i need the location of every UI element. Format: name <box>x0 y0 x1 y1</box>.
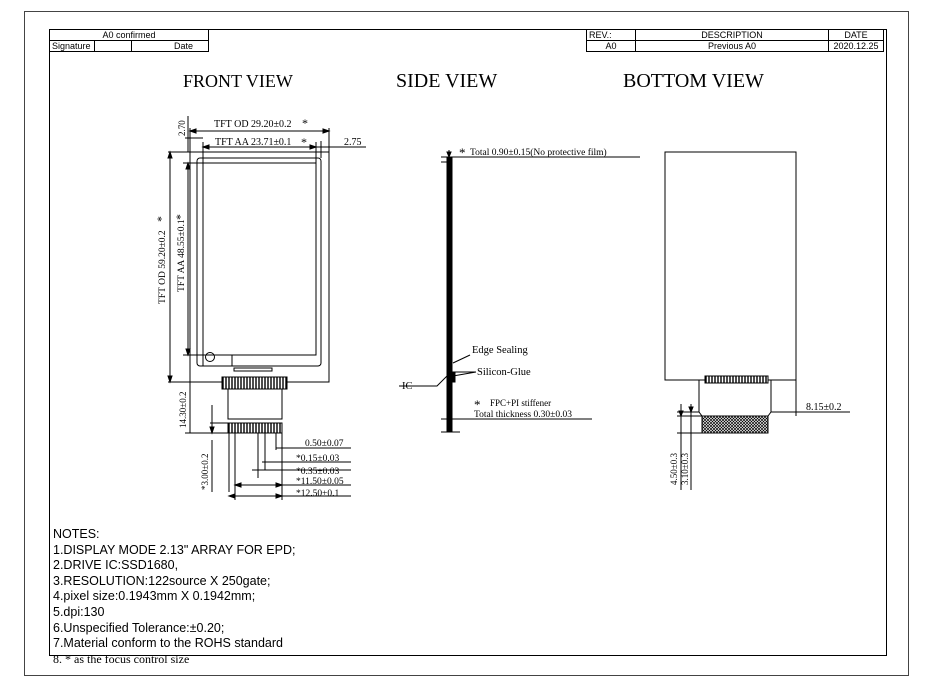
note-item: 3.RESOLUTION:122source X 250gate; <box>53 573 271 588</box>
revision-block: REV.: DESCRIPTION DATE A0 Previous A0 20… <box>586 29 884 52</box>
dim-aa-height-star: * <box>173 214 187 220</box>
dim-d4: *12.50±0.1 <box>296 489 339 499</box>
dim-aa-width: TFT AA 23.71±0.1 <box>215 137 291 148</box>
alignment-hole <box>205 352 215 362</box>
front-view-title: FRONT VIEW <box>183 71 293 91</box>
dim-od-height-star: * <box>154 216 168 222</box>
dim-bottom-v1: 4.50±0.3 <box>669 453 679 485</box>
side-total-label: Total 0.90±0.15(No protective film) <box>470 147 607 158</box>
edge-sealing-label: Edge Sealing <box>472 345 528 356</box>
dim-d1: *0.15±0.03 <box>296 454 339 464</box>
side-view-title: SIDE VIEW <box>396 70 498 92</box>
dim-pin-width: 0.50±0.07 <box>305 439 344 449</box>
active-area-outline <box>202 162 317 367</box>
note-item: 2.DRIVE IC:SSD1680, <box>53 558 179 573</box>
total-thickness-label: Total thickness 0.30±0.03 <box>474 410 572 420</box>
dim-aa-width-star: * <box>301 135 307 149</box>
front-fpc-bond <box>221 376 288 390</box>
note-item: 5.dpi:130 <box>53 604 105 619</box>
dim-od-width-star: * <box>302 116 308 130</box>
front-view-drawing <box>167 116 366 500</box>
note-item: 6.Unspecified Tolerance:±0.20; <box>53 620 225 635</box>
dim-fpc-length: 14.30±0.2 <box>178 392 188 428</box>
front-fpc-tail <box>227 389 283 420</box>
side-total-star: * <box>459 145 466 160</box>
bottom-view-drawing <box>664 151 850 490</box>
bottom-fpc-stiffener <box>701 415 769 434</box>
front-panel-outline <box>189 151 330 383</box>
ic-label: IC <box>402 381 413 392</box>
bottom-view-title: BOTTOM VIEW <box>623 70 764 92</box>
note-item: 8. * as the focus control size <box>53 651 190 666</box>
front-glass-outline <box>196 157 322 367</box>
dim-bottom-v2: 3.10±0.3 <box>680 453 690 485</box>
date-value: 2020.12.25 <box>828 40 884 52</box>
note-item: 4.pixel size:0.1943mm X 0.1942mm; <box>53 589 256 604</box>
side-panel <box>446 156 453 433</box>
notes-block: NOTES: 1.DISPLAY MODE 2.13" ARRAY FOR EP… <box>53 527 296 667</box>
ic-bump <box>233 367 273 372</box>
dim-bottom-right: 8.15±0.2 <box>806 402 842 413</box>
dim-fpc-thick: *3.00±0.2 <box>200 454 210 490</box>
drawing-sheet-border <box>24 11 909 676</box>
drawing-frame <box>49 29 887 656</box>
dim-top-gap: 2.70 <box>177 120 187 136</box>
dim-d2: *0.35±0.03 <box>296 467 339 477</box>
description-value: Previous A0 <box>635 40 829 52</box>
dim-od-height: TFT OD 59.20±0.2 <box>158 230 168 304</box>
date-label-cell: Date <box>131 40 209 52</box>
notes-heading: NOTES: <box>53 527 100 541</box>
dim-d3: *11.50±0.05 <box>296 477 344 487</box>
bottom-fpc-bond <box>704 375 769 384</box>
dim-right-gap: 2.75 <box>344 137 362 148</box>
note-item: 7.Material conform to the ROHS standard <box>53 636 283 651</box>
dim-aa-height: TFT AA 48.55±0.1 <box>177 219 187 292</box>
side-view-drawing <box>399 150 640 433</box>
note-item: 1.DISPLAY MODE 2.13" ARRAY FOR EPD; <box>53 542 296 557</box>
silicon-glue-label: Silicon-Glue <box>477 367 531 378</box>
bottom-panel-outline <box>664 151 797 381</box>
fpc-stiffener-label: FPC+PI stiffener <box>490 398 551 408</box>
front-fpc-contacts <box>227 422 283 434</box>
dim-od-width: TFT OD 29.20±0.2 <box>214 119 292 130</box>
ic-leader <box>399 375 448 387</box>
side-fpc-star: * <box>474 397 481 412</box>
date-label: Date <box>174 41 194 51</box>
approval-block: A0 confirmed Signature Date <box>49 29 209 52</box>
